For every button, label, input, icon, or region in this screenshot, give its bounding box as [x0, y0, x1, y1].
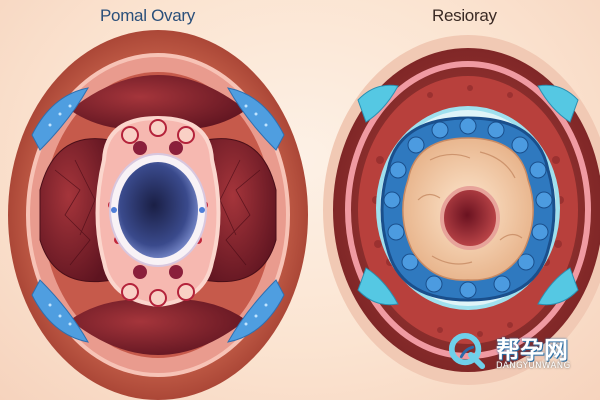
watermark-chinese-text: 帮孕网 [496, 336, 568, 364]
right-red-core [440, 186, 500, 250]
left-blue-lenses [31, 87, 285, 343]
left-center-dot-right [199, 207, 205, 213]
right-cream-folds [417, 151, 523, 265]
right-panel-title: Resioray [432, 6, 497, 25]
watermark: 帮孕网 DANGYUNWANG [448, 330, 598, 374]
right-membrane-cells [383, 117, 553, 299]
left-panel-title: Pomal Ovary [100, 6, 195, 25]
right-cyan-clusters [357, 84, 579, 306]
left-lobe-bottom [70, 299, 246, 355]
left-center-oocyte [118, 162, 198, 258]
right-ovary [323, 35, 600, 385]
watermark-latin-text: DANGYUNWANG [496, 361, 571, 371]
watermark-logo-icon [448, 332, 486, 370]
left-lobe-top [70, 75, 246, 130]
left-ovary [8, 30, 308, 400]
right-pink-ring [345, 61, 591, 359]
left-center-dot-left [111, 207, 117, 213]
